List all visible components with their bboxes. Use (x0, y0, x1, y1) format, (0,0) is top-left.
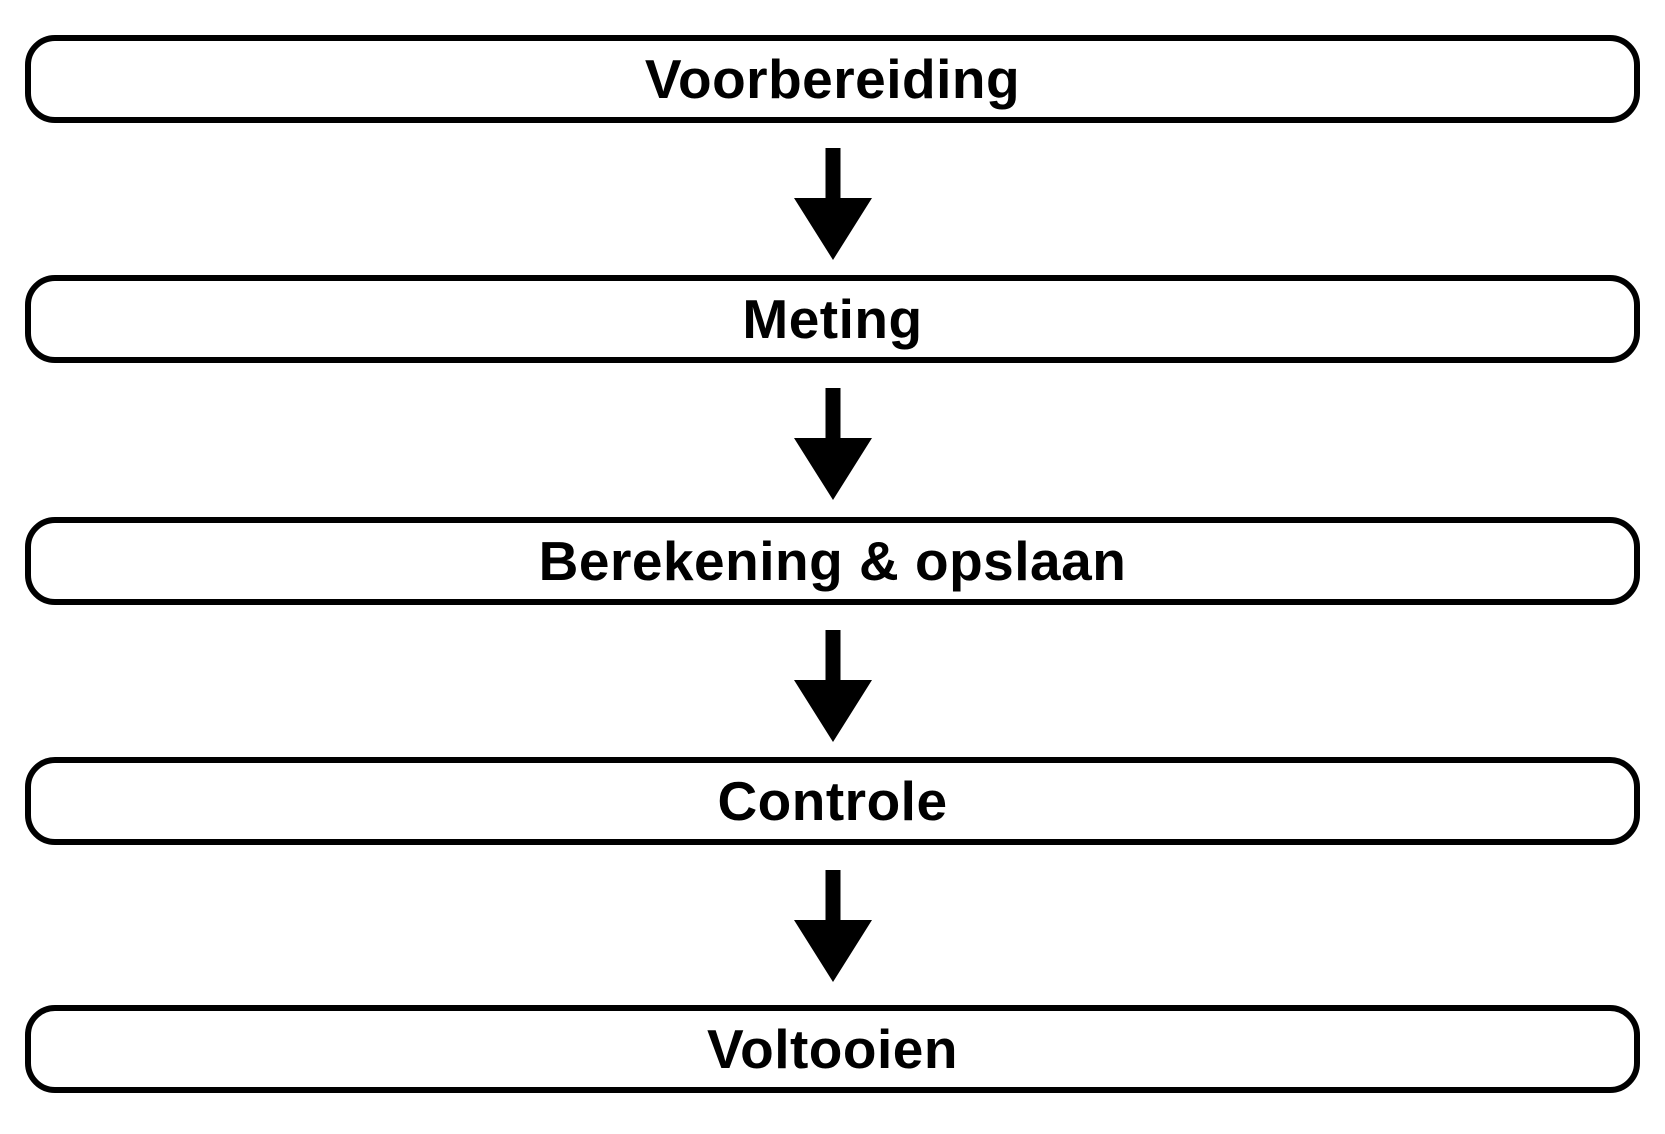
flow-step-berekening-opslaan: Berekening & opslaan (25, 517, 1640, 605)
flow-step-label: Controle (717, 770, 948, 832)
down-arrow-icon (793, 870, 872, 982)
flow-step-label: Voltooien (707, 1018, 958, 1080)
down-arrow-icon (793, 630, 872, 742)
flow-step-label: Berekening & opslaan (538, 530, 1127, 592)
flow-step-label: Voorbereiding (644, 48, 1021, 110)
down-arrow-icon (793, 148, 872, 260)
flow-step-label: Meting (742, 288, 923, 350)
flow-step-voorbereiding: Voorbereiding (25, 35, 1640, 123)
down-arrow-icon (793, 388, 872, 500)
flow-step-controle: Controle (25, 757, 1640, 845)
flow-step-meting: Meting (25, 275, 1640, 363)
flow-step-voltooien: Voltooien (25, 1005, 1640, 1093)
